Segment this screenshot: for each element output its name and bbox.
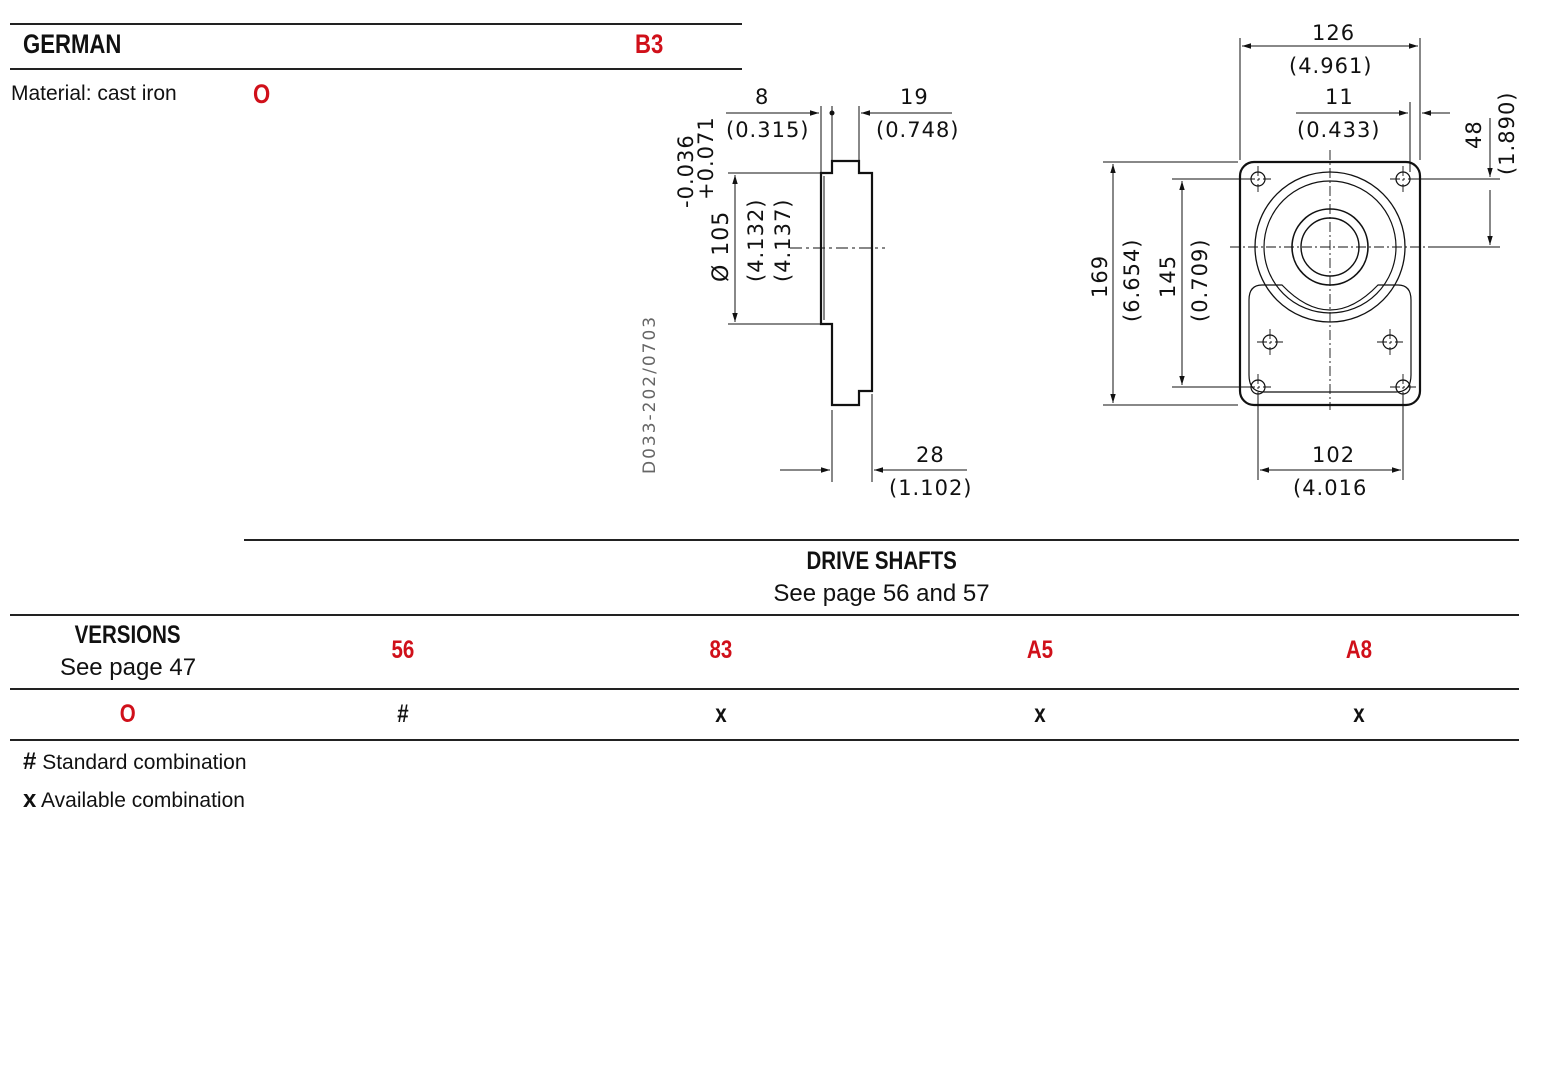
- dim-145: 145: [1156, 255, 1180, 298]
- table-row-version: O: [120, 700, 136, 728]
- legend-standard: # Standard combination: [23, 748, 247, 776]
- header-top-rule: [10, 23, 742, 25]
- diameter-inch-2: (4.137): [771, 198, 795, 282]
- diameter-inch-1: (4.132): [744, 198, 768, 282]
- dim-28-inch: (1.102): [889, 476, 973, 500]
- dim-102-inch: (4.016: [1293, 476, 1367, 500]
- drive-shafts-title: DRIVE SHAFTS: [806, 547, 957, 575]
- tolerance-minus: -0.036: [674, 134, 698, 208]
- dim-28: 28: [916, 443, 945, 467]
- column-header-83: 83: [709, 636, 733, 664]
- column-header-a8: A8: [1345, 636, 1373, 664]
- dim-126-inch: (4.961): [1289, 54, 1373, 78]
- dim-126: 126: [1312, 21, 1355, 45]
- side-view: [726, 106, 967, 482]
- dim-48: 48: [1462, 120, 1486, 149]
- dim-11-inch: (0.433): [1297, 118, 1381, 142]
- versions-subtitle: See page 47: [59, 654, 197, 681]
- model-code: B3: [635, 29, 664, 59]
- dim-8: 8: [755, 85, 769, 109]
- legend-available-symbol: x: [23, 786, 37, 813]
- table-cell-83: x: [715, 700, 727, 728]
- table-header-bottom-rule: [10, 688, 1519, 690]
- table-cell-56: #: [397, 700, 409, 728]
- legend-standard-symbol: #: [23, 748, 37, 775]
- legend-standard-text: Standard combination: [42, 751, 247, 774]
- technical-drawing: D033-202/0703 8 (0.315) 19 (0.748) -0.03…: [640, 21, 1519, 500]
- dim-102: 102: [1312, 443, 1355, 467]
- dim-169-inch: (6.654): [1120, 238, 1144, 322]
- legend-available-text: Available combination: [41, 789, 245, 812]
- header-bottom-rule: [10, 68, 742, 70]
- page-title: GERMAN: [23, 29, 122, 59]
- legend-available: x Available combination: [23, 786, 245, 814]
- diameter-label: Ø 105: [709, 211, 734, 282]
- dim-8-inch: (0.315): [726, 118, 810, 142]
- material-label: Material: cast iron: [11, 82, 177, 105]
- drive-shafts-subtitle: See page 56 and 57: [773, 580, 990, 607]
- table-cell-a8: x: [1353, 700, 1365, 728]
- dim-19-inch: (0.748): [876, 118, 960, 142]
- material-code-badge: O: [253, 79, 271, 109]
- dim-19: 19: [900, 85, 929, 109]
- drive-shafts-top-rule: [244, 539, 1519, 541]
- tolerance-plus: +0.071: [694, 116, 718, 200]
- dim-48-inch: (1.890): [1495, 91, 1519, 175]
- dim-145-inch: (0.709): [1188, 238, 1212, 322]
- table-header-top-rule: [10, 614, 1519, 616]
- column-header-56: 56: [391, 636, 415, 664]
- versions-header: VERSIONS: [75, 621, 181, 649]
- column-header-a5: A5: [1026, 636, 1054, 664]
- table-cell-a5: x: [1034, 700, 1046, 728]
- dim-11: 11: [1325, 85, 1354, 109]
- front-view: [1103, 38, 1500, 480]
- part-reference: D033-202/0703: [640, 315, 660, 474]
- table: VERSIONS See page 47 56 83 A5 A8 O # x x…: [10, 616, 1519, 741]
- dim-169: 169: [1088, 255, 1112, 298]
- table-bottom-rule: [10, 739, 1519, 741]
